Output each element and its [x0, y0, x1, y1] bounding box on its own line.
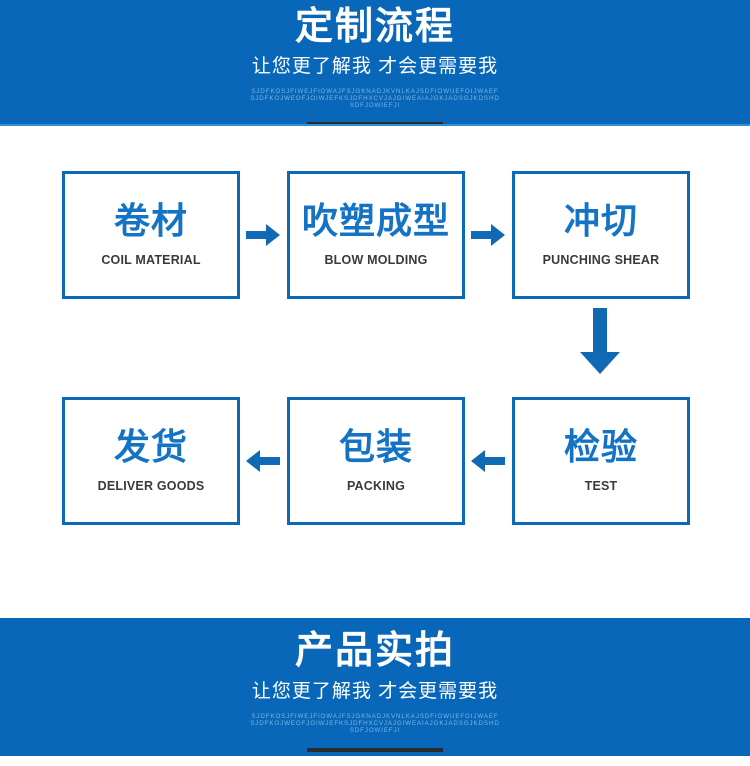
- flow-step-deliver-goods[interactable]: 发货 DELIVER GOODS: [62, 397, 240, 525]
- flow-step-punching-shear[interactable]: 冲切 PUNCHING SHEAR: [512, 171, 690, 299]
- bottom-micro-line-3: SDFJOWIEFJI: [349, 727, 401, 735]
- bottom-banner-subtitle: 让您更了解我 才会更需要我: [251, 681, 499, 702]
- top-banner: 定制流程 让您更了解我 才会更需要我 SJDFKOSJFIWEJFIOWAJFS…: [0, 0, 750, 126]
- bottom-micro-line-2: SJDFKOJWEOFJOIWJEFKSJDFHXCVJAJGIWEAIAJGK…: [250, 720, 500, 728]
- flow-step-packing-en: PACKING: [346, 479, 406, 494]
- flow-step-blow-molding[interactable]: 吹塑成型 BLOW MOLDING: [287, 171, 465, 299]
- flow-step-punching-shear-cn: 冲切: [563, 200, 638, 242]
- flow-step-test-cn: 检验: [563, 426, 638, 468]
- bottom-banner-rule-wrap: [0, 735, 750, 752]
- flow-step-deliver-goods-en: DELIVER GOODS: [97, 479, 205, 494]
- flow-step-coil-en: COIL MATERIAL: [101, 253, 201, 268]
- flow-step-punching-shear-en: PUNCHING SHEAR: [542, 253, 660, 268]
- flow-step-coil[interactable]: 卷材 COIL MATERIAL: [62, 171, 240, 299]
- flow-step-test-en: TEST: [584, 479, 618, 494]
- flow-step-coil-cn: 卷材: [113, 200, 188, 242]
- bottom-banner-underline: [307, 747, 443, 752]
- top-banner-subtitle: 让您更了解我 才会更需要我: [251, 56, 499, 77]
- top-banner-micro-text: SJDFKOSJFIWEJFIOWAJFSJGKNADJKVNLKAJSDFIO…: [0, 76, 750, 110]
- process-flow-diagram: 卷材 COIL MATERIAL 吹塑成型 BLOW MOLDING 冲切 PU…: [0, 128, 750, 618]
- top-banner-title: 定制流程: [294, 6, 455, 48]
- arrow-left-icon: [471, 446, 507, 476]
- top-micro-line-2: SJDFKOJWEOFJOIWJEFKSJDFHXCVJAJGIWEAIAJGK…: [250, 95, 500, 103]
- bottom-banner: 产品实拍 让您更了解我 才会更需要我 SJDFKOSJFIWEJFIOWAJFS…: [0, 618, 750, 756]
- top-banner-rule-wrap: [0, 110, 750, 124]
- top-micro-line-3: SDFJOWIEFJI: [349, 102, 401, 110]
- arrow-left-icon: [246, 446, 282, 476]
- arrow-right-icon: [246, 220, 282, 250]
- flow-step-blow-molding-en: BLOW MOLDING: [324, 253, 428, 268]
- flow-step-deliver-goods-cn: 发货: [113, 426, 188, 468]
- bottom-banner-title: 产品实拍: [294, 630, 455, 672]
- flow-step-packing-cn: 包装: [338, 426, 413, 468]
- bottom-banner-micro-text: SJDFKOSJFIWEJFIOWAJFSJGKNADJKVNLKAJSDFIO…: [0, 701, 750, 735]
- top-banner-underline: [307, 121, 443, 124]
- flow-step-packing[interactable]: 包装 PACKING: [287, 397, 465, 525]
- arrow-down-icon: [576, 308, 624, 378]
- bottom-micro-line-1: SJDFKOSJFIWEJFIOWAJFSJGKNADJKVNLKAJSDFIO…: [251, 713, 499, 720]
- flow-step-blow-molding-cn: 吹塑成型: [301, 200, 450, 242]
- top-micro-line-1: SJDFKOSJFIWEJFIOWAJFSJGKNADJKVNLKAJSDFIO…: [251, 88, 499, 95]
- flow-step-test[interactable]: 检验 TEST: [512, 397, 690, 525]
- arrow-right-icon: [471, 220, 507, 250]
